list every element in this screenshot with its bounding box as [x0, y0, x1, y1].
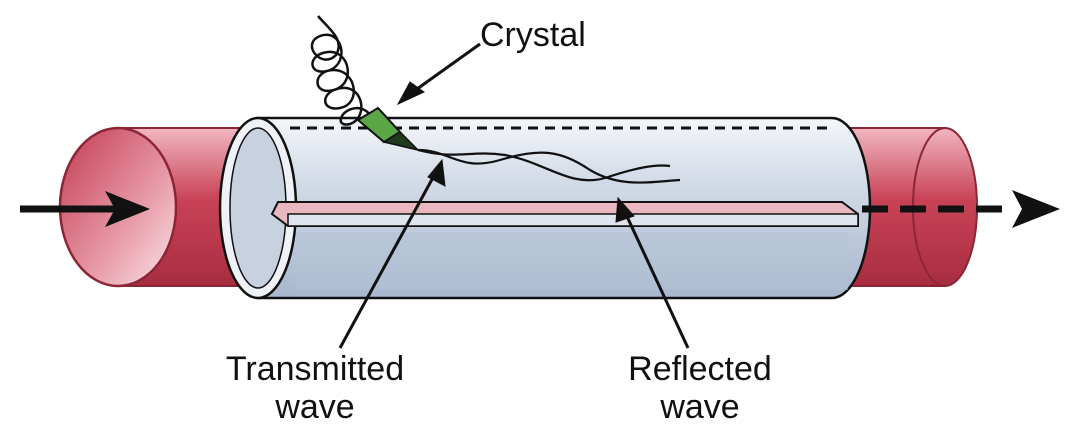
transmitted-label-line1: Transmitted [225, 350, 405, 388]
crystal-label-text: Crystal [480, 16, 586, 54]
probe-sleeve [218, 116, 872, 300]
transmitted-wave-label: Transmitted wave [190, 350, 440, 426]
ultrasound-waves [417, 148, 681, 184]
transmitted-label-line2: wave [275, 388, 355, 427]
reflected-label-line1: Reflected [628, 350, 772, 388]
reflected-wave-label: Reflected wave [590, 350, 810, 426]
coiled-cable [310, 15, 374, 130]
pointer-arrows [338, 42, 690, 349]
crystal-element [356, 106, 421, 152]
crystal-label: Crystal [480, 16, 630, 54]
reflected-label-line2: wave [660, 388, 740, 427]
flow-arrow [20, 190, 1060, 228]
